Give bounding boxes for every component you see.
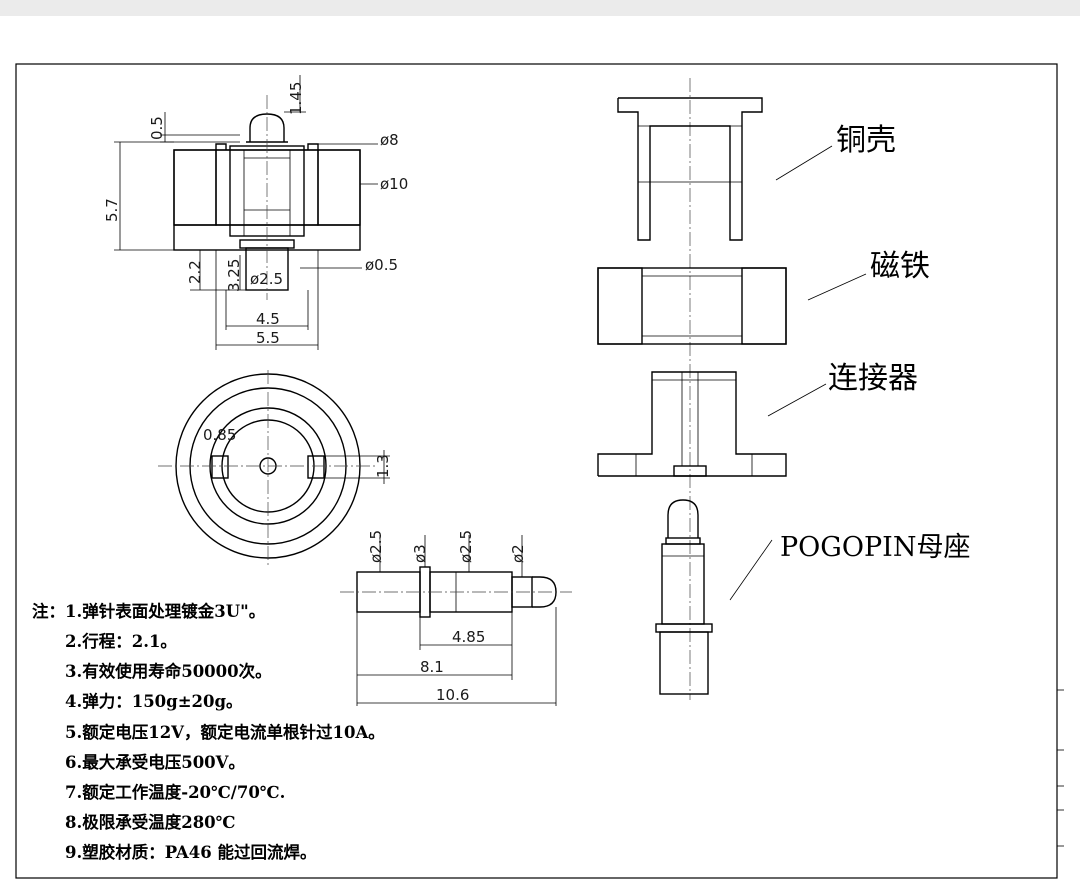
pin-view bbox=[340, 535, 572, 706]
dim-d05: ø0.5 bbox=[365, 256, 398, 274]
dim-d25: ø2.5 bbox=[250, 270, 283, 288]
dim-h22: 2.2 bbox=[186, 260, 204, 284]
dim-d8: ø8 bbox=[380, 131, 399, 149]
label-pogopin: POGOPIN母座 bbox=[780, 532, 970, 563]
dim-h57: 5.7 bbox=[103, 198, 121, 222]
note-7: 7.额定工作温度-20℃/70℃. bbox=[65, 782, 285, 802]
label-magnet: 磁铁 bbox=[870, 249, 930, 284]
drawing-border bbox=[15, 63, 1058, 879]
dim-h05: 0.5 bbox=[148, 116, 166, 140]
notes-block: 注：1.弹针表面处理镀金3U"。 2.行程：2.1。 3.有效使用寿命50000… bbox=[32, 601, 385, 862]
label-shell: 铜壳 bbox=[836, 123, 896, 158]
dim-pin-81: 8.1 bbox=[420, 658, 444, 676]
dim-h13: 1.3 bbox=[374, 454, 392, 478]
top-bar bbox=[0, 0, 1080, 16]
note-6: 6.最大承受电压500V。 bbox=[65, 752, 245, 772]
dim-pin-d3: ø3 bbox=[411, 544, 429, 563]
dim-pin-106: 10.6 bbox=[436, 686, 469, 704]
note-2: 2.行程：2.1。 bbox=[65, 631, 177, 651]
note-8: 8.极限承受温度280℃ bbox=[65, 812, 235, 832]
dim-d085: 0.85 bbox=[203, 426, 236, 444]
section-view bbox=[114, 75, 378, 350]
note-5: 5.额定电压12V，额定电流单根针过10A。 bbox=[65, 722, 385, 742]
note-9: 9.塑胶材质：PA46 能过回流焊。 bbox=[65, 842, 316, 862]
magnet-part bbox=[597, 267, 787, 345]
dim-w55: 5.5 bbox=[256, 329, 280, 347]
dim-h325: 3.25 bbox=[225, 259, 243, 292]
label-connector: 连接器 bbox=[828, 361, 918, 396]
note-1: 注：1.弹针表面处理镀金3U"。 bbox=[32, 601, 265, 621]
note-3: 3.有效使用寿命50000次。 bbox=[65, 661, 272, 681]
pogopin-part bbox=[655, 499, 713, 695]
dim-pin-d25a: ø2.5 bbox=[367, 530, 385, 563]
shell-part bbox=[617, 97, 763, 241]
dim-pin-d2: ø2 bbox=[509, 544, 527, 563]
note-4: 4.弹力：150g±20g。 bbox=[65, 691, 243, 711]
dim-d10: ø10 bbox=[380, 175, 408, 193]
dim-w45: 4.5 bbox=[256, 310, 280, 328]
plan-view bbox=[158, 370, 390, 565]
dim-h145: 1.45 bbox=[287, 82, 305, 115]
dim-pin-485: 4.85 bbox=[452, 628, 485, 646]
connector-part bbox=[597, 371, 787, 477]
dim-pin-d25b: ø2.5 bbox=[457, 530, 475, 563]
